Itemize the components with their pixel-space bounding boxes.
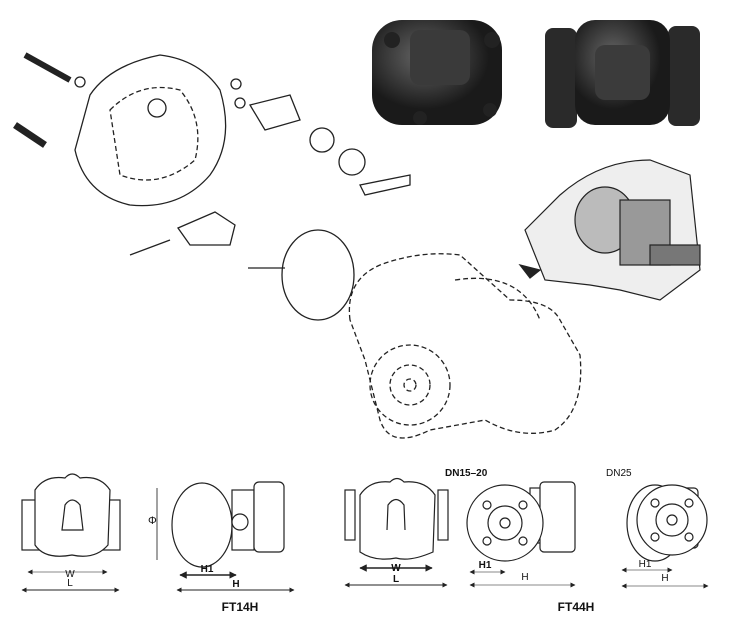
dn25-size-label: DN25 — [606, 468, 632, 479]
cutaway-illustration — [518, 159, 701, 301]
dn15-20-h1-label: H1 — [479, 560, 492, 571]
dn25-h-label: H — [661, 573, 668, 584]
ft44h-dn15-20-side-view — [466, 481, 576, 562]
ft14h-front-width-label: W — [65, 569, 75, 580]
ft14h-product-photo — [372, 20, 502, 125]
ft44h-product-photo — [545, 20, 700, 128]
ft44h-front-width-label: W — [391, 563, 401, 574]
ft44h-front-view — [344, 477, 449, 560]
dn25-h1-label: H1 — [639, 559, 652, 570]
ft44h-model-label: FT44H — [558, 600, 595, 614]
ft14h-front-length-label: L — [67, 578, 73, 589]
ft14h-side-view — [171, 481, 285, 568]
ft14h-h1-label: H1 — [201, 564, 214, 575]
ft44h-dn25-side-view — [626, 484, 708, 562]
dn15-20-size-label: DN15–20 — [445, 468, 488, 479]
dn15-20-h-label: H — [521, 572, 528, 583]
ft14h-front-view — [21, 473, 121, 557]
exploded-view — [13, 52, 582, 439]
ft14h-diameter-label: Φ — [148, 515, 157, 527]
ft14h-h-label: H — [232, 579, 239, 590]
ft44h-front-length-label: L — [393, 574, 399, 585]
ft14h-model-label: FT14H — [222, 600, 259, 614]
